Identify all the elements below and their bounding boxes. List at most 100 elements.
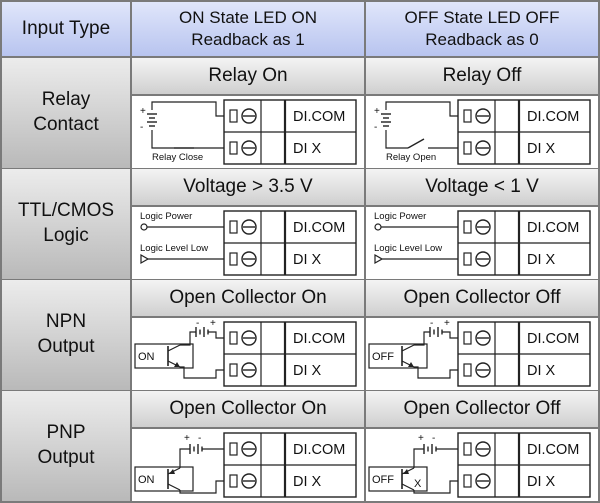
terminal-label-x: DI X	[293, 363, 322, 379]
relay-minus-sign: -	[140, 122, 143, 133]
terminal-label-com: DI.COM	[527, 220, 579, 236]
header-input-type: Input Type	[2, 2, 130, 56]
pnp-plus-sign: +	[184, 433, 190, 444]
terminal-slot-x	[463, 141, 472, 155]
terminal-label-x: DI X	[293, 252, 322, 268]
npn-plus-sign: +	[210, 318, 216, 329]
terminal-slot-com	[229, 220, 238, 234]
pnp-emitter-wire	[179, 448, 190, 468]
row-label-2-text: NPN Output	[37, 311, 95, 357]
condition-on-0-text: Relay On	[208, 65, 288, 86]
header-on-state-text: ON State LED ON Readback as 1	[179, 7, 317, 49]
relay-switch-open	[407, 138, 425, 149]
terminal-label-com: DI.COM	[527, 109, 579, 125]
npn-supply-wire	[442, 331, 458, 339]
terminal-slot-x	[229, 363, 238, 377]
terminal-label-com: DI.COM	[293, 331, 345, 347]
condition-off-0: Relay Off	[366, 58, 598, 94]
row-label-0: Relay Contact	[2, 58, 130, 168]
pnp-state-label: ON	[138, 474, 155, 486]
pnp-x-mark: X	[414, 478, 422, 490]
condition-on-2-text: Open Collector On	[169, 287, 327, 308]
condition-off-2: Open Collector Off	[366, 280, 598, 316]
terminal-slot-com	[229, 442, 238, 456]
wiring-off-2: OFF-+ DI.COM DI X	[366, 318, 598, 390]
condition-on-3-text: Open Collector On	[169, 398, 327, 419]
condition-on-1-text: Voltage > 3.5 V	[183, 176, 313, 197]
row-label-3: PNP Output	[2, 391, 130, 501]
pnp-device-box	[134, 466, 194, 492]
terminal-block: DI.COM DI X	[223, 321, 357, 387]
condition-on-2: Open Collector On	[132, 280, 364, 316]
condition-off-3-text: Open Collector Off	[403, 398, 561, 419]
terminal-slot-com	[229, 109, 238, 123]
relay-circuit: +-Relay Close	[140, 101, 224, 163]
relay-bottom-wire-left	[385, 130, 408, 149]
npn-circuit: OFF-+	[368, 318, 458, 379]
npn-collector-leg	[167, 344, 181, 352]
terminal-slot-x	[229, 474, 238, 488]
wiring-diagram-on-2: ON -+ DI.COM DI X	[134, 318, 357, 387]
terminal-label-x: DI X	[527, 363, 556, 379]
logic-power-node	[374, 223, 382, 231]
npn-state-label: OFF	[372, 351, 394, 363]
pnp-collector-leg	[167, 483, 181, 491]
npn-plus-sign: +	[444, 318, 450, 329]
terminal-label-com: DI.COM	[293, 109, 345, 125]
pnp-collector-wire	[413, 480, 458, 494]
wiring-diagram-off-2: OFF-+ DI.COM DI X	[368, 318, 591, 387]
npn-emitter-wire	[414, 366, 458, 379]
wiring-on-2: ON -+ DI.COM DI X	[132, 318, 364, 390]
pnp-collector-leg	[401, 483, 415, 491]
npn-collector-wire	[180, 331, 196, 346]
terminal-label-com: DI.COM	[527, 331, 579, 347]
header-off-state-text: OFF State LED OFF Readback as 0	[404, 7, 560, 49]
logic-level-label: Logic Level Low	[374, 243, 442, 254]
relay-minus-sign: -	[374, 122, 377, 133]
logic-level-arrow	[374, 253, 384, 265]
pnp-emitter-wire	[413, 448, 424, 468]
npn-device-box	[134, 343, 194, 369]
relay-caption: Relay Open	[386, 152, 436, 163]
condition-off-3: Open Collector Off	[366, 391, 598, 427]
header-off-state: OFF State LED OFF Readback as 0	[366, 2, 598, 56]
npn-emitter-wire	[180, 366, 224, 379]
terminal-slot-com	[463, 331, 472, 345]
npn-collector-wire	[414, 331, 430, 346]
logic-power-node	[140, 223, 148, 231]
pnp-state-label: OFF	[372, 474, 394, 486]
npn-collector-leg	[401, 344, 415, 352]
npn-minus-sign: -	[196, 318, 199, 329]
terminal-slot-com	[463, 109, 472, 123]
terminal-label-com: DI.COM	[293, 442, 345, 458]
pnp-minus-sign: -	[432, 433, 435, 444]
condition-off-1-text: Voltage < 1 V	[425, 176, 539, 197]
logic-power-label: Logic Power	[140, 211, 192, 222]
relay-top-wire	[151, 101, 224, 117]
npn-circuit: ON -+	[134, 318, 224, 379]
logic-level-arrow	[140, 253, 150, 265]
npn-state-label: ON	[138, 351, 155, 363]
relay-circuit: +-Relay Open	[374, 101, 458, 163]
pnp-circuit: ON+-	[134, 433, 224, 494]
logic-power-label: Logic Power	[374, 211, 426, 222]
pnp-emitter-arrow	[169, 469, 175, 474]
npn-supply-wire	[208, 331, 224, 339]
condition-on-1: Voltage > 3.5 V	[132, 169, 364, 205]
